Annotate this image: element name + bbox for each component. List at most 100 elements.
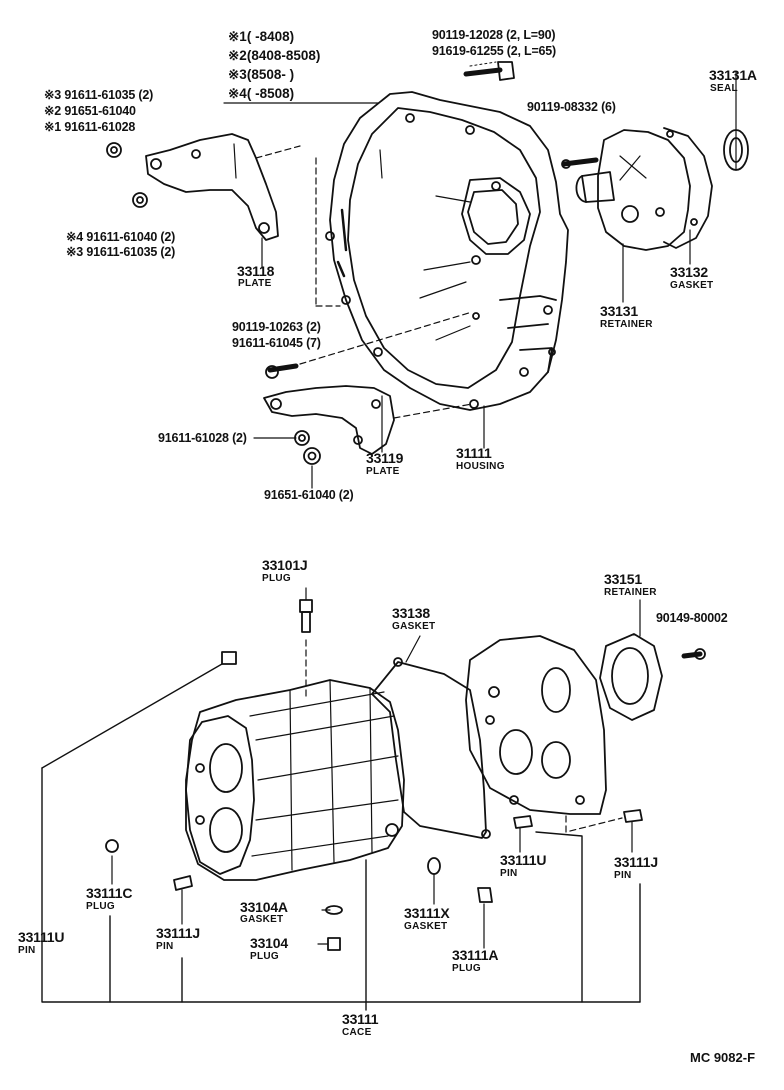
part-name-33111u-right: PIN <box>500 868 518 879</box>
part-name-33111j-left: PIN <box>156 941 174 952</box>
legend-row-1: ※1( -8408) <box>228 30 294 44</box>
legend-mark-2: ※2 <box>228 48 247 63</box>
legend-row-3: ※3(8508- ) <box>228 68 294 82</box>
legend-mark-1: ※1 <box>228 29 247 44</box>
part-number-33104: 33104 <box>250 935 288 951</box>
bolt-left2-text-2: 91611-61035 (2) <box>86 245 176 259</box>
part-number-33111x: 33111X <box>404 905 450 921</box>
part-number-33111a: 33111A <box>452 947 499 963</box>
part-name-33138: GASKET <box>392 621 436 632</box>
part-name-33151: RETAINER <box>604 587 657 598</box>
bolt-left-text-2: 91651-61040 <box>64 104 136 118</box>
part-name-33131: RETAINER <box>600 319 653 330</box>
legend-mark-3: ※3 <box>228 67 247 82</box>
part-name-33132: GASKET <box>670 280 714 291</box>
label-bolt-left-3: ※1 91611-61028 <box>44 121 135 134</box>
bolt-left2-text-1: 91611-61040 (2) <box>86 230 176 244</box>
part-name-33104a: GASKET <box>240 914 284 925</box>
transmission-case-33111 <box>185 679 405 881</box>
part-number-33151: 33151 <box>604 571 642 587</box>
part-number-33119: 33119 <box>366 450 404 466</box>
part-name-33111j-right: PIN <box>614 870 632 881</box>
nut-91611-61040 <box>132 192 148 208</box>
part-name-33111a: PLUG <box>452 963 481 974</box>
part-name-31111: HOUSING <box>456 461 505 472</box>
part-name-33119: PLATE <box>366 466 400 477</box>
label-bolt-left-1: ※3 91611-61035 (2) <box>44 89 153 102</box>
label-bolt-left2-1: ※4 91611-61040 (2) <box>66 231 175 244</box>
part-number-33111: 33111 <box>342 1011 379 1027</box>
bolt-left-mark-2: ※2 <box>44 104 62 118</box>
legend-text-1: ( -8408) <box>246 29 295 44</box>
label-nut-91651-61040: 91651-61040 (2) <box>264 488 354 502</box>
part-number-31111: 31111 <box>456 445 492 461</box>
label-bolt-90119-10263: 90119-10263 (2) <box>232 320 321 334</box>
gasket-33132 <box>663 127 713 249</box>
part-number-33131: 33131 <box>600 303 638 319</box>
part-name-33101j: PLUG <box>262 573 291 584</box>
part-name-33118: PLATE <box>238 278 272 289</box>
label-bolt-90119-08332: 90119-08332 (6) <box>527 100 616 114</box>
label-bolt-left2-2: ※3 91611-61035 (2) <box>66 246 175 259</box>
adapter-plate <box>465 635 607 815</box>
retainer-33131 <box>575 129 691 251</box>
retainer-33151 <box>599 633 663 721</box>
pin-33111j-right <box>623 809 643 823</box>
bolt-left2-mark-1: ※4 <box>66 230 84 244</box>
gasket-33111x-part <box>427 857 441 875</box>
part-name-33111c: PLUG <box>86 901 115 912</box>
nut-91651-61040-lower <box>303 447 321 465</box>
label-bolt-91611-61045: 91611-61045 (7) <box>232 336 321 350</box>
bolt-left-text-3: 91611-61028 <box>64 120 136 134</box>
part-number-33111c: 33111C <box>86 885 133 901</box>
plug-33101j <box>299 599 313 633</box>
label-bolt-90119-12028: 90119-12028 (2, L=90) <box>432 28 556 42</box>
part-name-33111: CACE <box>342 1027 372 1038</box>
part-number-33131a: 33131A <box>709 67 757 83</box>
pin-33111u-right <box>513 815 533 829</box>
label-nut-91611-61028: 91611-61028 (2) <box>158 431 247 445</box>
part-number-33111u-left: 33111U <box>18 929 65 945</box>
part-number-33111j-right: 33111J <box>614 854 658 870</box>
part-name-33131a: SEAL <box>710 83 738 94</box>
gasket-33138 <box>371 657 491 839</box>
part-number-33104a: 33104A <box>240 899 288 915</box>
plug-33104-part <box>327 937 341 951</box>
clutch-housing-31111 <box>325 91 569 411</box>
part-number-33101j: 33101J <box>262 557 308 573</box>
bolt-left2-mark-2: ※3 <box>66 245 84 259</box>
bolt-90119-10263 <box>265 363 299 379</box>
part-number-33111j-left: 33111J <box>156 925 200 941</box>
legend-text-2: (8408-8508) <box>246 48 321 63</box>
legend-text-4: ( -8508) <box>246 86 295 101</box>
nut-91611-61028-lower <box>294 430 310 446</box>
legend-row-4: ※4( -8508) <box>228 87 294 101</box>
plate-33118 <box>145 133 279 241</box>
legend-mark-4: ※4 <box>228 86 247 101</box>
plug-33111c-part <box>105 839 119 853</box>
bolt-left-mark-1: ※3 <box>44 88 62 102</box>
nut-91611-61035 <box>106 142 122 158</box>
bolt-left-mark-3: ※1 <box>44 120 62 134</box>
pin-33111j-left <box>173 875 193 891</box>
diagram-reference-code: MC 9082-F <box>690 1050 756 1065</box>
label-bolt-91619-61255: 91619-61255 (2, L=65) <box>432 44 557 58</box>
label-bolt-left-2: ※2 91651-61040 <box>44 105 136 118</box>
part-name-33111u-left: PIN <box>18 945 36 956</box>
part-number-33132: 33132 <box>670 264 708 280</box>
bolt-90149-80002 <box>681 648 706 660</box>
bolt-left-text-1: 91611-61035 (2) <box>64 88 154 102</box>
part-name-33111x: GASKET <box>404 921 448 932</box>
plate-33119 <box>263 385 395 455</box>
legend-row-2: ※2(8408-8508) <box>228 49 320 63</box>
part-number-33138: 33138 <box>392 605 430 621</box>
legend-text-3: (8508- ) <box>246 67 295 82</box>
part-name-33104: PLUG <box>250 951 279 962</box>
pin-33111u-left <box>221 651 237 665</box>
part-number-33111u-right: 33111U <box>500 852 547 868</box>
bolt-90119-12028 <box>463 61 515 81</box>
plug-33111a-part <box>477 887 493 903</box>
part-number-33118: 33118 <box>237 263 275 279</box>
